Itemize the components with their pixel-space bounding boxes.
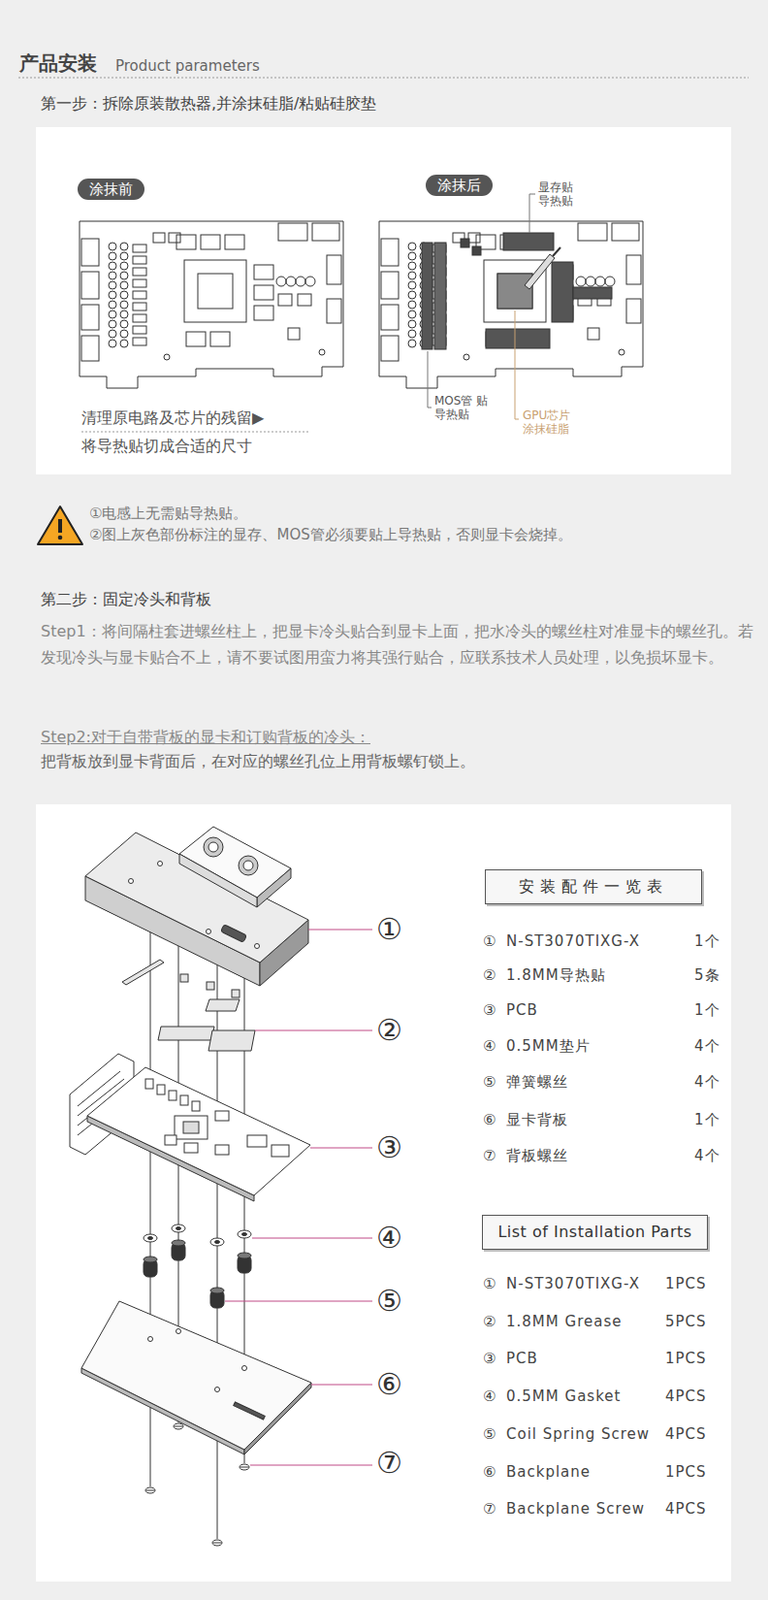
callout-number: ⑤ <box>376 1282 403 1318</box>
callout-number: ⑥ <box>376 1366 403 1402</box>
table-cell: 1个 <box>694 999 721 1020</box>
table-cell: Backplane <box>506 1461 591 1481</box>
box-text: 涂抹前 <box>89 180 133 198</box>
table-cell: 1个 <box>694 1109 721 1129</box>
table-cell: N-ST3070TIXG-X <box>506 1273 640 1293</box>
table-cell: 4PCS <box>665 1423 707 1443</box>
instruction: Step2:对于自带背板的显卡和订购背板的冷头： <box>40 726 371 748</box>
instruction: 把背板放到显卡背面后，在对应的螺丝孔位上用背板螺钉锁上。 <box>40 750 476 772</box>
table-cell: 4个 <box>694 1035 721 1056</box>
table-cell: 4个 <box>694 1145 721 1165</box>
table-cell: 5条 <box>694 964 721 985</box>
table-cell: 1个 <box>694 930 721 951</box>
table-cell: ⑥ <box>482 1109 497 1129</box>
warning-note: ②图上灰色部份标注的显存、MOS管必须要贴上导热贴，否则显卡会烧掉。 <box>89 524 573 545</box>
callout-number: ② <box>376 1012 403 1048</box>
table-cell: 4个 <box>694 1071 721 1091</box>
table-cell: 弹簧螺丝 <box>506 1071 569 1091</box>
callout-number: ③ <box>376 1129 403 1165</box>
table-cell: ① <box>482 930 497 951</box>
table-cell: 1.8MM Grease <box>506 1311 622 1331</box>
table-cell: 4PCS <box>665 1385 707 1406</box>
annotation: GPU芯片 涂抹硅脂 <box>522 408 579 436</box>
table-cell: 背板螺丝 <box>506 1145 569 1165</box>
table-cell: 1PCS <box>665 1273 707 1293</box>
table-cell: ③ <box>482 999 497 1020</box>
instruction: 清理原电路及芯片的残留▶ <box>81 407 264 429</box>
callout-number: ① <box>376 911 403 947</box>
table-cell: ④ <box>482 1035 497 1056</box>
box-text: List of Installation Parts <box>497 1221 692 1241</box>
box-text: 涂抹后 <box>437 176 481 194</box>
step-heading: 第二步：固定冷头和背板 <box>40 588 212 610</box>
table-cell: 1PCS <box>665 1461 707 1481</box>
instruction: 将导热贴切成合适的尺寸 <box>81 435 253 457</box>
step-heading: 第一步：拆除原装散热器,并涂抹硅脂/粘贴硅胶垫 <box>40 93 377 115</box>
page-title: 产品安装 <box>19 50 97 76</box>
table-cell: 0.5MM Gasket <box>506 1385 621 1406</box>
table-cell: N-ST3070TIXG-X <box>506 930 640 951</box>
instruction: Step1：将间隔柱套进螺丝柱上，把显卡冷头贴合到显卡上面，把水冷头的螺丝柱对准… <box>40 617 757 671</box>
table-header: List of Installation Parts <box>481 1214 708 1249</box>
table-cell: ⑥ <box>482 1461 497 1481</box>
table-cell: 显卡背板 <box>506 1109 569 1129</box>
table-cell: ③ <box>482 1347 497 1368</box>
table-cell: ⑦ <box>482 1145 497 1165</box>
table-cell: 1.8MM导热贴 <box>506 964 607 985</box>
table-cell: ① <box>482 1273 497 1293</box>
table-cell: ④ <box>482 1385 497 1406</box>
box-text: 安装配件一览表 <box>518 876 669 896</box>
section-subtitle: Product parameters <box>115 55 260 77</box>
table-header: 安装配件一览表 <box>484 868 703 904</box>
table-cell: 0.5MM垫片 <box>506 1035 591 1056</box>
table-cell: PCB <box>506 1347 539 1368</box>
table-cell: ⑤ <box>482 1071 497 1091</box>
table-cell: 5PCS <box>665 1311 707 1331</box>
table-cell: 4PCS <box>665 1498 707 1518</box>
annotation: MOS管 贴导热贴 <box>434 393 491 421</box>
table-cell: PCB <box>506 999 539 1020</box>
table-cell: ② <box>482 964 497 985</box>
table-cell: ⑤ <box>482 1423 497 1443</box>
table-cell: Coil Spring Screw <box>506 1423 650 1443</box>
annotation: 显存贴 导热贴 <box>538 180 579 208</box>
table-cell: Backplane Screw <box>506 1498 645 1518</box>
table-cell: 1PCS <box>665 1347 707 1368</box>
callout-number: ⑦ <box>376 1444 403 1480</box>
step-tag: 涂抹后 <box>425 174 493 196</box>
table-cell: ⑦ <box>482 1498 497 1518</box>
warning-note: ①电感上无需贴导热贴。 <box>89 503 248 524</box>
table-cell: ② <box>482 1311 497 1331</box>
callout-number: ④ <box>376 1219 403 1255</box>
step-tag: 涂抹前 <box>77 178 145 200</box>
